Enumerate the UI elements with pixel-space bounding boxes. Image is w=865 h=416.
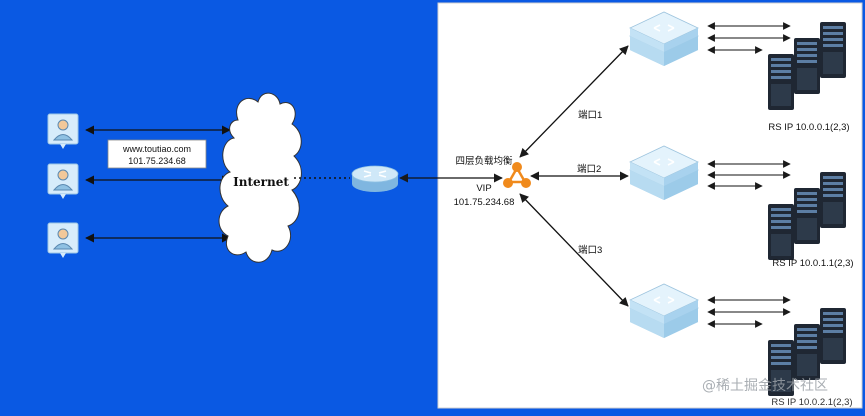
user-2-icon — [47, 163, 79, 200]
load-balancer-icon — [503, 162, 531, 188]
lb-title: 四层负载均衡 — [455, 155, 513, 167]
switch-server-links-2 — [707, 160, 791, 190]
switch-server-links-1 — [707, 22, 791, 54]
user-1-icon — [47, 113, 79, 150]
rs-label-3: RS IP 10.0.2.1(2,3) — [771, 397, 852, 408]
vip-ip: 101.75.234.68 — [454, 197, 515, 208]
vip-label: VIP — [476, 183, 491, 194]
watermark: @稀土掘金技术社区 — [702, 378, 828, 394]
switch-server-links-3 — [707, 296, 791, 328]
internet-label: Internet — [233, 175, 289, 189]
port-3-label: 端口3 — [578, 244, 602, 256]
port-2-label: 端口2 — [577, 163, 601, 175]
user-3-icon — [47, 222, 79, 259]
domain-ip-text: 101.75.234.68 — [128, 156, 186, 166]
rs-label-2: RS IP 10.0.1.1(2,3) — [772, 258, 853, 269]
domain-box — [107, 139, 207, 169]
router-icon — [351, 165, 399, 192]
user-links — [85, 125, 231, 243]
lb-switch-links — [519, 45, 629, 307]
domain-text: www.toutiao.com — [122, 144, 191, 154]
port-1-label: 端口1 — [578, 109, 602, 121]
rs-label-1: RS IP 10.0.0.1(2,3) — [768, 122, 849, 133]
internet-cloud — [218, 92, 302, 263]
